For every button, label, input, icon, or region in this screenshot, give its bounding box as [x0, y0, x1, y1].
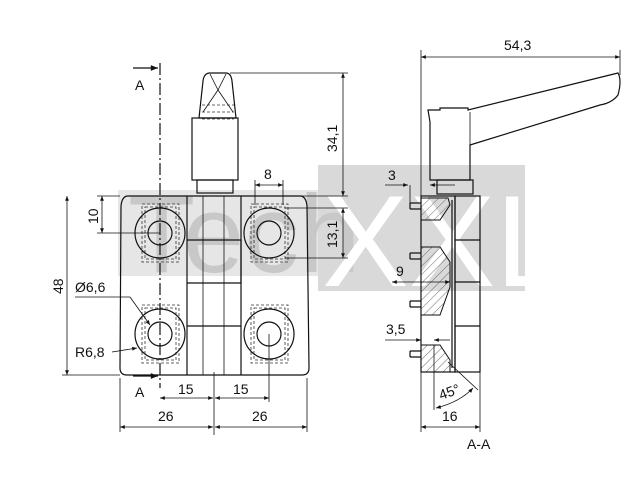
hinge-body	[119, 195, 310, 376]
screw-bowls	[134, 203, 295, 364]
dim-total-height: 48	[50, 278, 66, 294]
dim-hole-diameter: Ø6,6	[75, 279, 106, 295]
dim-radius: R6,8	[75, 344, 105, 360]
dim-right-width: 26	[252, 408, 268, 424]
dim-left-width: 26	[158, 408, 174, 424]
front-view: A A 34,1 8 13,1 10 48 Ø6,6 R6,8	[50, 63, 348, 435]
dim-depth: 16	[442, 408, 458, 424]
dim-handle-height: 34,1	[324, 125, 340, 152]
dim-countersink: 3,5	[386, 321, 406, 337]
section-mark-bottom: A	[135, 384, 145, 400]
dim-bowl-height: 13,1	[324, 221, 340, 248]
dim-lever-length: 54,3	[504, 37, 531, 53]
dim-right-hole-offset: 15	[233, 381, 249, 397]
side-view: 54,3 3 9 3,5 45° 16 A-A	[385, 37, 621, 452]
section-mark-top: A	[135, 77, 145, 93]
lever-side	[427, 72, 621, 181]
front-dimensions: 34,1 8 13,1 10 48 Ø6,6 R6,8 15 15	[50, 72, 348, 435]
section-view-label: A-A	[467, 436, 491, 452]
dim-left-hole-offset: 15	[178, 381, 194, 397]
dim-thickness: 9	[396, 263, 404, 279]
dim-top-to-hole: 10	[85, 208, 101, 224]
dim-angle: 45°	[437, 381, 462, 403]
dim-bowl-width: 8	[264, 166, 272, 182]
lever-front	[191, 72, 239, 194]
dim-offset-top: 3	[388, 167, 396, 183]
side-dimensions: 54,3 3 9 3,5 45° 16	[385, 37, 621, 432]
